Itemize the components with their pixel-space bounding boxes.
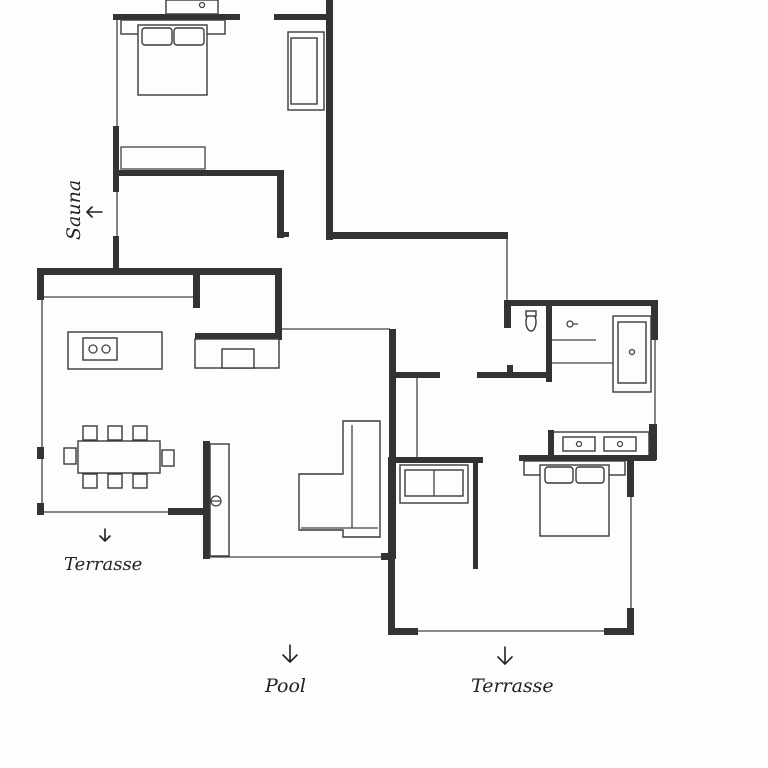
sauna-label: Sauna — [63, 180, 85, 240]
top-bedroom — [113, 0, 333, 272]
bathroom — [396, 300, 658, 460]
dining-table — [63, 425, 175, 489]
arrow-icon — [497, 646, 513, 665]
terrace-right-label-group: Terrasse — [471, 646, 554, 697]
bed-bottom — [523, 460, 626, 537]
corner-sofa — [298, 420, 381, 538]
corridor-walls — [326, 232, 658, 328]
bottom-bedroom-wing — [388, 378, 656, 635]
pool-label: Pool — [264, 675, 306, 697]
terrace-left-label-group: Terrasse — [64, 528, 142, 575]
double-vanity — [548, 430, 650, 458]
arrow-icon — [282, 644, 298, 663]
sauna-label-group: Sauna — [63, 180, 103, 240]
sofa-top — [287, 31, 325, 111]
kitchen-island — [67, 331, 163, 370]
arrow-icon — [99, 528, 111, 542]
terrace-right-label: Terrasse — [471, 675, 554, 697]
terrace-left-label: Terrasse — [64, 554, 142, 575]
bed-top — [120, 19, 226, 96]
pool-label-group: Pool — [264, 644, 306, 697]
arrow-icon — [86, 206, 103, 218]
small-sofa — [399, 464, 469, 504]
living-kitchen — [37, 268, 396, 560]
